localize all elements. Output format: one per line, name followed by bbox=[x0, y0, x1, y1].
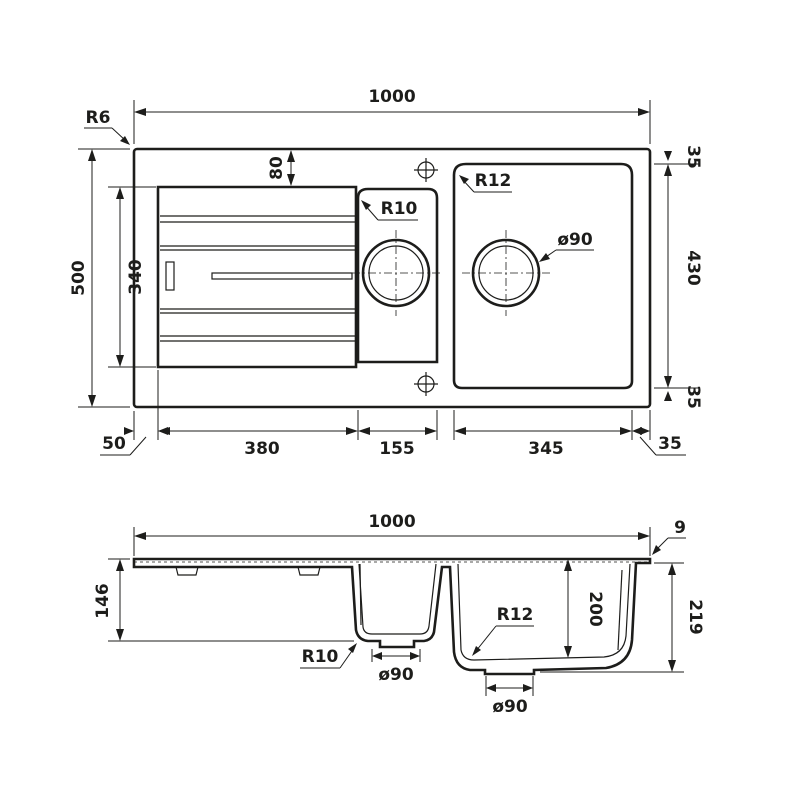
sink-section-outline bbox=[132, 557, 652, 676]
dim-small-bowl-width: 155 bbox=[379, 439, 415, 459]
section-view: 1000 9 146 200 219 R12 R10 bbox=[93, 512, 705, 717]
large-bowl-top bbox=[452, 162, 634, 390]
dim-large-bowl-depth: 430 bbox=[683, 250, 703, 286]
sec-dim-large-bowl-radius: R12 bbox=[497, 605, 534, 625]
dim-margin-bottom: 35 bbox=[683, 385, 703, 409]
sec-dim-rim-thickness: 9 bbox=[674, 518, 686, 538]
dim-drainer-depth: 340 bbox=[126, 259, 146, 295]
dim-drainer-width: 380 bbox=[244, 439, 280, 459]
dim-drainer-offset: 80 bbox=[267, 156, 287, 180]
drainer-groove bbox=[211, 272, 353, 280]
dim-margin-top: 35 bbox=[683, 145, 703, 169]
sec-dim-small-bowl-depth: 146 bbox=[93, 583, 113, 619]
top-view: 1000 R6 500 340 80 R10 R12 bbox=[69, 87, 703, 459]
dim-drain-diameter: ø90 bbox=[557, 230, 593, 250]
overflow-slot bbox=[165, 261, 175, 291]
sink-top-outline bbox=[132, 147, 652, 409]
dim-overall-width: 1000 bbox=[368, 87, 415, 107]
dim-large-bowl-width: 345 bbox=[528, 439, 564, 459]
dim-overall-depth: 500 bbox=[69, 260, 89, 296]
dim-small-bowl-radius: R10 bbox=[381, 199, 418, 219]
drainer-area bbox=[156, 185, 358, 369]
sec-dim-large-drain-diameter: ø90 bbox=[492, 697, 528, 717]
tap-hole-marks bbox=[414, 158, 438, 396]
sec-dim-small-drain-diameter: ø90 bbox=[378, 665, 414, 685]
sec-dim-large-bowl-depth: 200 bbox=[585, 591, 605, 627]
dim-right-margin: 35 bbox=[658, 434, 682, 454]
dim-corner-radius: R6 bbox=[86, 108, 111, 128]
sec-dim-total-height: 219 bbox=[685, 599, 705, 635]
dim-large-bowl-radius: R12 bbox=[475, 171, 512, 191]
dim-left-margin: 50 bbox=[102, 434, 126, 454]
small-bowl-top bbox=[352, 187, 442, 364]
sec-dim-small-bowl-radius: R10 bbox=[302, 647, 339, 667]
sec-dim-overall-width: 1000 bbox=[368, 512, 415, 532]
